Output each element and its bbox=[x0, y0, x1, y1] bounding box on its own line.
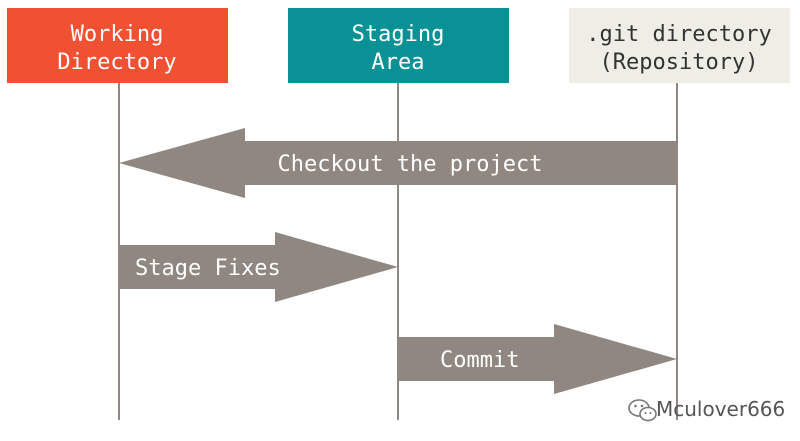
arrow-checkout-the-project: Checkout the project bbox=[119, 128, 677, 198]
column-label-staging-line1: Staging bbox=[352, 22, 445, 47]
watermark: Mculover666 bbox=[628, 397, 785, 422]
column-box-repository: .git directory (Repository) bbox=[569, 8, 790, 83]
column-box-staging: Staging Area bbox=[288, 8, 509, 83]
wechat-icon bbox=[628, 399, 657, 422]
arrow-label-stage-fixes: Stage Fixes bbox=[135, 256, 281, 281]
watermark-text: Mculover666 bbox=[656, 397, 785, 421]
arrow-commit: Commit bbox=[398, 324, 677, 394]
column-label-working-line2: Directory bbox=[57, 50, 176, 75]
column-label-staging-line2: Area bbox=[372, 50, 425, 75]
column-label-working-line1: Working bbox=[71, 22, 164, 47]
column-label-repository-line1: .git directory bbox=[586, 22, 771, 47]
arrow-label-checkout: Checkout the project bbox=[278, 152, 543, 177]
arrow-stage-fixes: Stage Fixes bbox=[119, 232, 398, 302]
arrow-label-commit: Commit bbox=[440, 348, 519, 373]
column-box-working: Working Directory bbox=[7, 8, 228, 83]
column-label-repository-line2: (Repository) bbox=[600, 50, 759, 75]
